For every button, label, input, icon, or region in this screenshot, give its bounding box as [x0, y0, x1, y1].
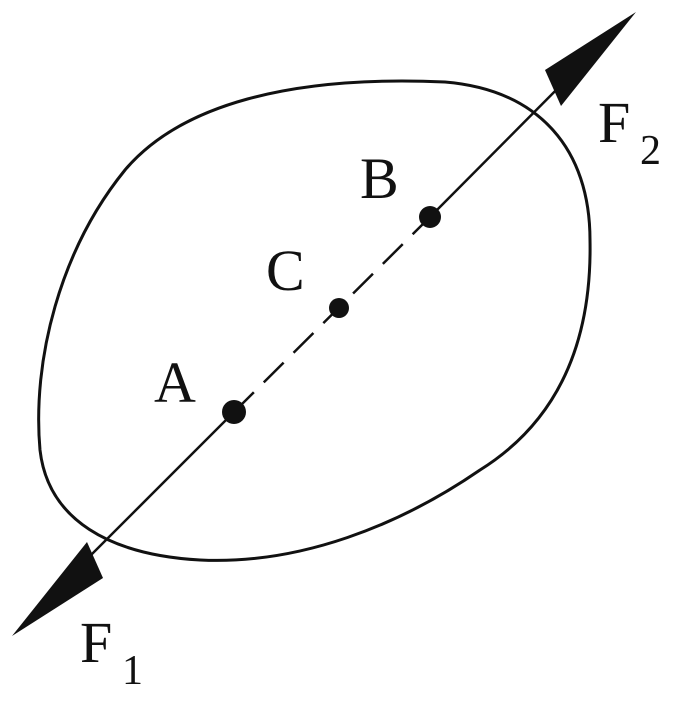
f2-arrowhead — [545, 12, 636, 106]
point-c-label: C — [266, 238, 305, 303]
force-f2-subscript: 2 — [640, 128, 661, 174]
force-line-lower — [79, 411, 235, 567]
force-f2-label: F — [598, 90, 630, 155]
f1-arrowhead — [12, 542, 103, 636]
point-a-dot — [222, 400, 246, 424]
point-c-dot — [329, 298, 349, 318]
point-b-label: B — [360, 146, 399, 211]
rigid-body-outline — [37, 79, 592, 562]
point-b-dot — [419, 206, 441, 228]
force-f1-subscript: 1 — [122, 648, 143, 694]
force-f1-label: F — [80, 610, 112, 675]
point-a-label: A — [154, 350, 196, 415]
